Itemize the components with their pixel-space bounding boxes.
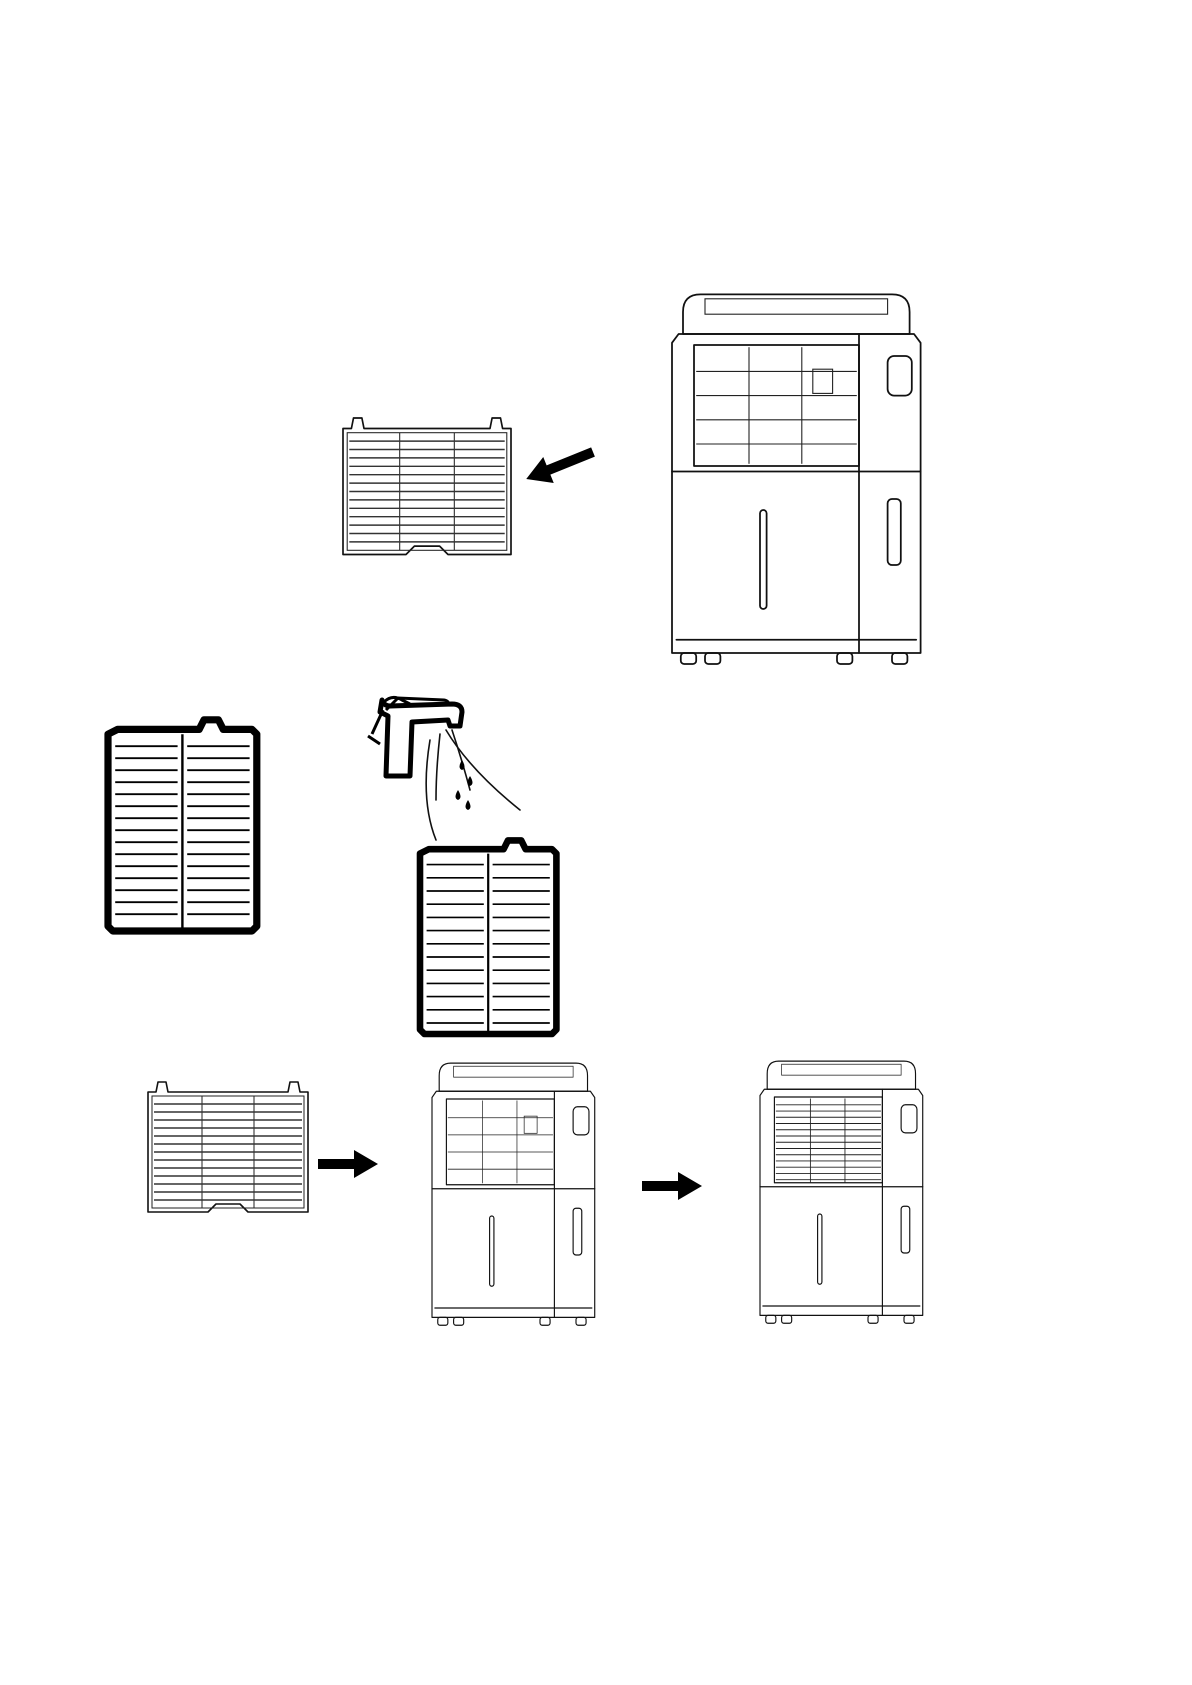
filter-grille-icon — [420, 840, 556, 1034]
step-reinstall-filter — [148, 1061, 923, 1325]
arrow-icon — [521, 439, 598, 492]
filter-grille-icon — [108, 720, 257, 931]
arrow-icon — [642, 1172, 702, 1200]
filter-mesh-icon — [148, 1082, 308, 1212]
dehumidifier-icon — [672, 294, 921, 664]
filter-mesh-icon — [343, 418, 511, 555]
step-remove-filter — [343, 294, 921, 664]
dehumidifier-icon — [760, 1061, 923, 1323]
dehumidifier-icon — [432, 1063, 595, 1325]
faucet-icon — [368, 697, 520, 840]
arrow-icon — [318, 1150, 378, 1178]
water-drop-icon — [456, 760, 473, 810]
step-wash-filter — [108, 697, 556, 1034]
